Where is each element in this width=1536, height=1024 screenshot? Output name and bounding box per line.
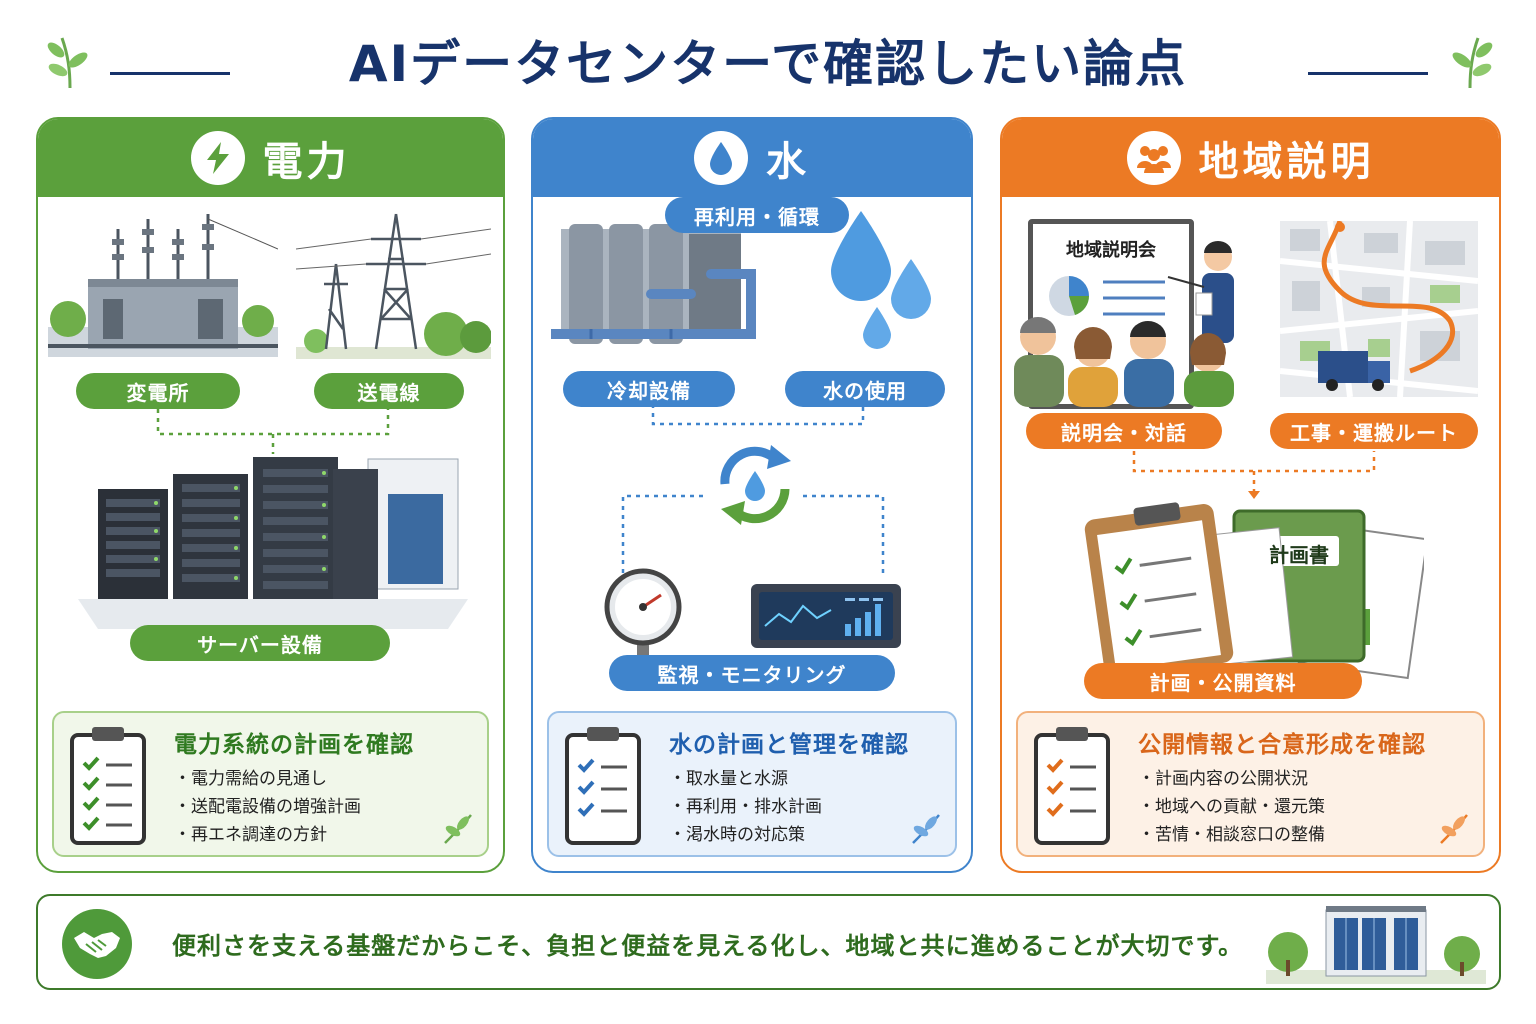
water-check-title: 水の計画と管理を確認 bbox=[669, 732, 909, 758]
data-center-building-illustration bbox=[1266, 906, 1486, 984]
reuse-label: 再利用・循環 bbox=[665, 197, 849, 233]
water-checklist: 水の計画と管理を確認 取水量と水源 再利用・排水計画 渇水時の対応策 bbox=[547, 711, 957, 857]
water-panel: 水 冷却設備 水の使用 再利用・循環 bbox=[531, 117, 973, 873]
community-panel-title: 地域説明 bbox=[1198, 139, 1375, 185]
title-rule-left bbox=[110, 72, 230, 75]
clipboard-icon bbox=[1034, 727, 1110, 845]
water-drops-illustration bbox=[831, 211, 931, 349]
power-checklist: 電力系統の計画を確認 電力需給の見通し 送配電設備の増強計画 再エネ調達の方針 bbox=[52, 711, 489, 857]
servers-label: サーバー設備 bbox=[130, 625, 390, 661]
connector-dotted bbox=[651, 404, 865, 426]
page-title: AIデータセンターで確認したい論点 bbox=[348, 35, 1188, 93]
meeting-label: 説明会・対話 bbox=[1026, 413, 1222, 449]
banner-message: 便利さを支える基盤だからこそ、負担と便益を見える化し、地域と共に進めることが大切… bbox=[172, 932, 1244, 960]
pie-chart-icon bbox=[1049, 276, 1165, 316]
plan-documents-illustration bbox=[1084, 502, 1424, 680]
summary-banner: 便利さを支える基盤だからこそ、負担と便益を見える化し、地域と共に進めることが大切… bbox=[36, 894, 1501, 990]
cooling-equipment-illustration bbox=[551, 224, 756, 344]
list-item: 再利用・排水計画 bbox=[669, 793, 822, 821]
list-item: 電力需給の見通し bbox=[174, 765, 361, 793]
handshake-icon bbox=[62, 909, 132, 979]
header: AIデータセンターで確認したい論点 bbox=[0, 0, 1536, 110]
community-checklist: 公開情報と合意形成を確認 計画内容の公開状況 地域への貢献・還元策 苦情・相談窓… bbox=[1016, 711, 1485, 857]
title-rule-right bbox=[1308, 72, 1428, 75]
server-racks-illustration bbox=[78, 457, 468, 629]
water-drop-icon bbox=[694, 131, 748, 185]
monitoring-screen-illustration bbox=[751, 584, 901, 648]
community-check-list: 計画内容の公開状況 地域への貢献・還元策 苦情・相談窓口の整備 bbox=[1138, 765, 1325, 849]
community-check-title: 公開情報と合意形成を確認 bbox=[1138, 732, 1426, 758]
community-panel-header: 地域説明 bbox=[1002, 119, 1499, 197]
people-icon bbox=[1126, 131, 1181, 185]
connector-dotted bbox=[156, 409, 390, 454]
plan-book-label: 計画書 bbox=[1269, 543, 1329, 567]
leaf-icon bbox=[1440, 814, 1468, 844]
pressure-gauge-illustration bbox=[604, 568, 682, 657]
list-item: 苦情・相談窓口の整備 bbox=[1138, 821, 1325, 849]
list-item: 送配電設備の増強計画 bbox=[174, 793, 361, 821]
route-label: 工事・運搬ルート bbox=[1270, 413, 1478, 449]
connector-dotted bbox=[1132, 451, 1376, 499]
power-panel: 電力 bbox=[36, 117, 505, 873]
transmission-tower-illustration bbox=[296, 213, 491, 359]
water-usage-label: 水の使用 bbox=[785, 371, 945, 407]
list-item: 計画内容の公開状況 bbox=[1138, 765, 1325, 793]
list-item: 取水量と水源 bbox=[669, 765, 822, 793]
leaf-icon bbox=[912, 814, 940, 844]
board-title: 地域説明会 bbox=[1066, 240, 1156, 261]
lightning-icon bbox=[190, 131, 245, 185]
transmission-label: 送電線 bbox=[314, 373, 464, 409]
route-map-illustration bbox=[1280, 221, 1478, 397]
audience-presenter-illustration bbox=[1014, 241, 1234, 407]
clipboard-icon bbox=[565, 727, 641, 845]
leaf-icon bbox=[47, 37, 88, 89]
power-check-title: 電力系統の計画を確認 bbox=[174, 732, 414, 758]
documents-label: 計画・公開資料 bbox=[1084, 663, 1362, 699]
community-panel: 地域説明 地域説明会 bbox=[1000, 117, 1501, 873]
power-panel-header: 電力 bbox=[38, 119, 503, 197]
substation-label: 変電所 bbox=[76, 373, 240, 409]
list-item: 地域への貢献・還元策 bbox=[1138, 793, 1325, 821]
recycle-icon bbox=[720, 445, 791, 525]
clipboard-icon bbox=[70, 727, 146, 845]
cooling-label: 冷却設備 bbox=[563, 371, 735, 407]
substation-illustration bbox=[48, 214, 278, 357]
monitoring-label: 監視・モニタリング bbox=[609, 655, 895, 691]
list-item: 再エネ調達の方針 bbox=[174, 821, 361, 849]
leaf-icon bbox=[444, 814, 472, 844]
list-item: 渇水時の対応策 bbox=[669, 821, 822, 849]
leaf-icon bbox=[1452, 37, 1493, 89]
power-panel-title: 電力 bbox=[262, 139, 351, 185]
power-check-list: 電力需給の見通し 送配電設備の増強計画 再エネ調達の方針 bbox=[174, 765, 361, 849]
water-panel-title: 水 bbox=[766, 139, 810, 185]
water-panel-header: 水 bbox=[533, 119, 971, 197]
water-check-list: 取水量と水源 再利用・排水計画 渇水時の対応策 bbox=[669, 765, 822, 849]
